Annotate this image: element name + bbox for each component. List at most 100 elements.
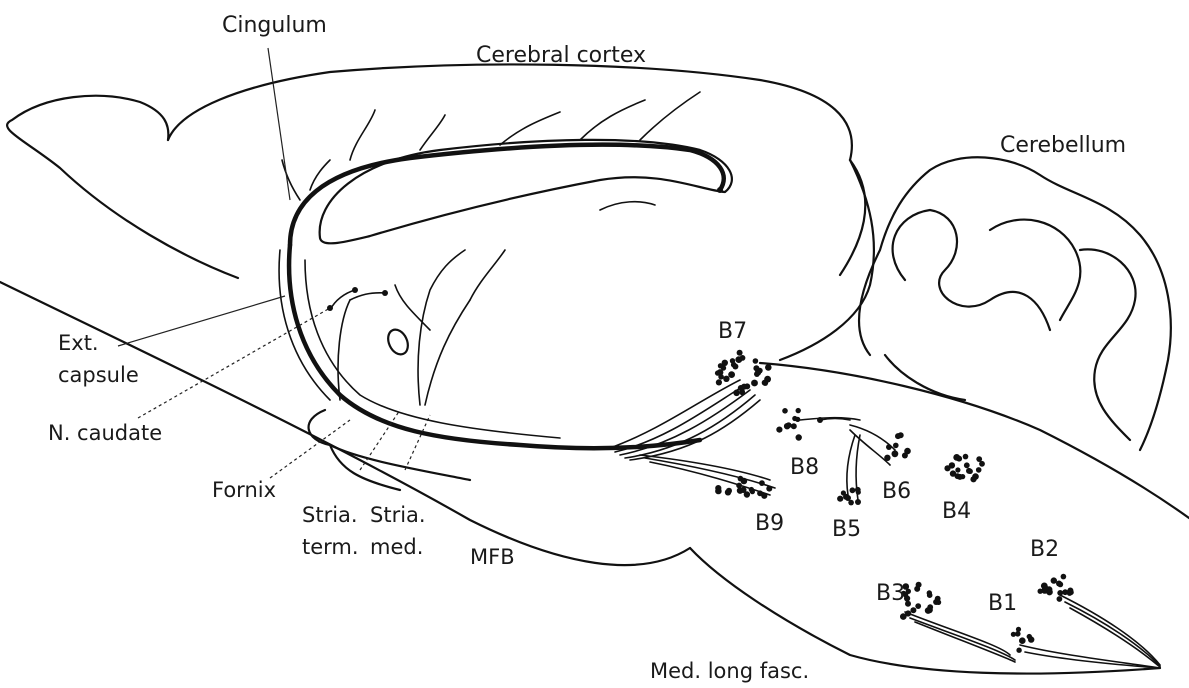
striatal-branch-4 bbox=[338, 300, 350, 400]
label-n-caudate: N. caudate bbox=[48, 421, 162, 445]
corpus-callosum-outline bbox=[320, 140, 732, 244]
branch-1 bbox=[350, 110, 375, 160]
label-cerebral-cortex: Cerebral cortex bbox=[476, 43, 646, 68]
b3-bundle-1 bbox=[905, 612, 1010, 655]
nucleus-b4-cell bbox=[949, 462, 955, 468]
label-mfb: MFB bbox=[470, 545, 515, 569]
label-ext-capsule-2: capsule bbox=[58, 363, 139, 387]
ventral-bulge-outline bbox=[330, 445, 400, 490]
nucleus-b2-cell bbox=[1043, 585, 1049, 591]
nucleus-b7-cell bbox=[728, 371, 735, 378]
cortical-branches bbox=[282, 92, 700, 405]
label-stria-term-1: Stria. bbox=[302, 503, 358, 527]
nucleus-b4-cell bbox=[979, 461, 985, 467]
striatal-branch-7 bbox=[470, 250, 505, 300]
brainstem-upper-outline bbox=[760, 363, 1189, 518]
cerebellum-folia-2 bbox=[990, 220, 1080, 320]
nuclei-dots bbox=[327, 187, 1074, 653]
nucleus-b6-cell bbox=[892, 450, 899, 457]
striatal-branch-5 bbox=[350, 293, 385, 300]
label-b7: B7 bbox=[718, 319, 747, 344]
cingulum-fibers bbox=[290, 145, 724, 245]
nucleus-b8-cell bbox=[786, 422, 792, 428]
anterior-arc-fibers bbox=[289, 245, 700, 448]
nucleus-b4-cell bbox=[964, 462, 970, 468]
nucleus-b4-cell bbox=[955, 473, 961, 479]
fiber-terminal-dot bbox=[817, 417, 823, 423]
nucleus-b7-cell bbox=[755, 370, 761, 376]
nucleus-b9-cell bbox=[761, 493, 767, 499]
nucleus-b9-cell bbox=[738, 476, 744, 482]
nucleus-b6-cell bbox=[895, 433, 901, 439]
nucleus-b3-cell bbox=[927, 604, 933, 610]
branch-5 bbox=[640, 92, 700, 140]
nucleus-b9-cell bbox=[749, 487, 754, 492]
label-ext-capsule-1: Ext. bbox=[58, 331, 99, 355]
nucleus-b9-cell bbox=[715, 488, 722, 495]
label-fornix: Fornix bbox=[212, 478, 276, 502]
nucleus-b1-cell bbox=[1016, 648, 1021, 653]
nucleus-b4-cell bbox=[963, 454, 969, 460]
nucleus-b9-cell bbox=[759, 480, 765, 486]
nucleus-b2-cell bbox=[1057, 582, 1063, 588]
nucleus-b8-cell bbox=[782, 408, 788, 414]
nucleus-b7-cell bbox=[737, 350, 743, 356]
label-b9: B9 bbox=[755, 511, 784, 536]
nucleus-b7-cell bbox=[722, 360, 728, 366]
nucleus-b4-cell bbox=[953, 454, 960, 461]
nucleus-b7-cell bbox=[735, 356, 742, 363]
nucleus-b3-cell bbox=[936, 600, 941, 605]
anterior-commissure bbox=[384, 326, 411, 357]
nucleus-b6-cell bbox=[905, 448, 910, 453]
striatal-branch-2 bbox=[425, 300, 470, 405]
label-cerebellum: Cerebellum bbox=[1000, 133, 1126, 158]
label-cingulum: Cingulum bbox=[222, 13, 327, 38]
b7-bundle-1 bbox=[610, 380, 740, 448]
leader-lines bbox=[118, 48, 430, 478]
nucleus-b8-cell bbox=[792, 416, 797, 421]
nucleus-b3-cell bbox=[927, 592, 933, 598]
label-b8: B8 bbox=[790, 455, 819, 480]
b9-bundle-2 bbox=[645, 458, 775, 488]
nucleus-b7-cell bbox=[718, 374, 724, 380]
b3-bundle-2 bbox=[910, 618, 1015, 660]
nucleus-b2-cell bbox=[1057, 590, 1063, 596]
nucleus-b3-cell bbox=[915, 603, 921, 609]
nucleus-b7-cell bbox=[723, 376, 729, 382]
cortical-branch-8 bbox=[600, 202, 655, 210]
striatal-branch-1 bbox=[418, 250, 465, 405]
cerebellum-outline bbox=[859, 157, 1171, 450]
nucleus-b2-cell bbox=[1061, 574, 1067, 580]
nucleus-b3-cell bbox=[916, 582, 922, 588]
cerebellum-folia bbox=[893, 210, 1050, 330]
nucleus-b1-cell bbox=[1016, 627, 1021, 632]
nucleus-b4-cell bbox=[976, 467, 982, 473]
branch-2 bbox=[420, 115, 445, 150]
nucleus-b1-cell bbox=[1019, 637, 1026, 644]
label-b5: B5 bbox=[832, 517, 861, 542]
nucleus-b3-cell bbox=[910, 607, 916, 613]
nucleus-b1-cell bbox=[1027, 634, 1032, 639]
olfactory-bulb-outline bbox=[7, 96, 238, 278]
fiber-terminal-dot bbox=[327, 305, 333, 311]
nucleus-b6-cell bbox=[886, 444, 892, 450]
nucleus-b7-cell bbox=[751, 380, 758, 387]
cerebellum-folia-3 bbox=[1080, 249, 1136, 440]
nucleus-b2-cell bbox=[1067, 591, 1072, 596]
fiber-terminal-dot bbox=[855, 499, 861, 505]
nucleus-b7-cell bbox=[753, 358, 759, 364]
cerebellum bbox=[859, 157, 1171, 450]
b3-bundle-3 bbox=[915, 622, 1015, 662]
b1-bundle-2 bbox=[1025, 652, 1160, 668]
nucleus-b2-cell bbox=[1057, 596, 1063, 602]
label-b4: B4 bbox=[942, 499, 971, 524]
b8-fiber bbox=[820, 419, 850, 421]
stria-med-leader bbox=[405, 415, 430, 470]
fiber-terminal-dot bbox=[382, 290, 388, 296]
nucleus-b7-cell bbox=[763, 380, 769, 386]
nucleus-b8-cell bbox=[796, 408, 801, 413]
nucleus-b4-cell bbox=[970, 476, 976, 482]
nucleus-b2-cell bbox=[1051, 577, 1057, 583]
nucleus-b4-cell bbox=[960, 474, 965, 479]
